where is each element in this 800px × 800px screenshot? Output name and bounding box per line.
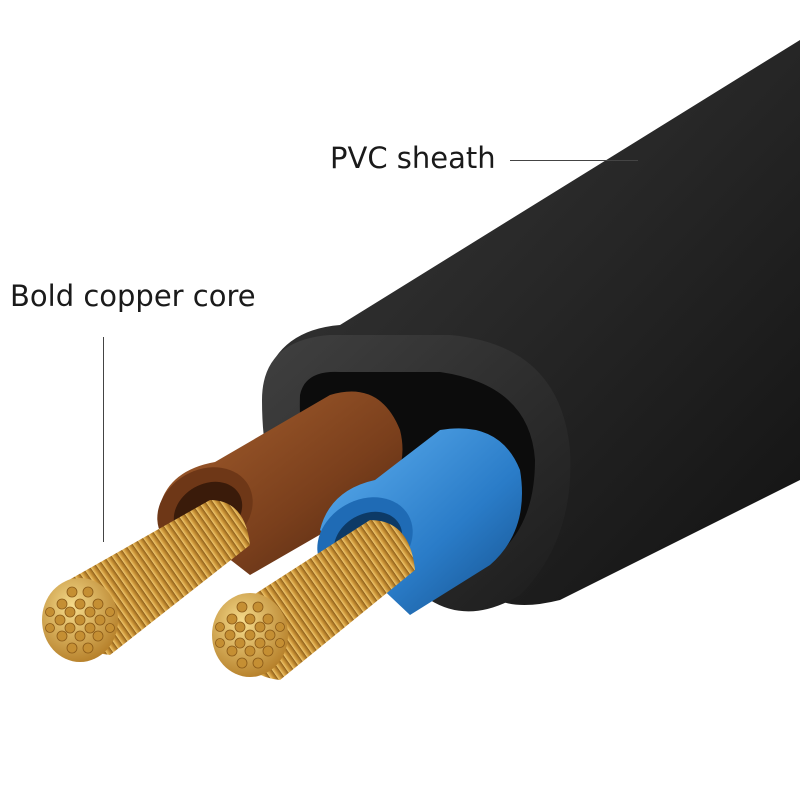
pvc-sheath-label: PVC sheath [330, 141, 496, 175]
copper-core-left [42, 500, 250, 662]
pvc-sheath-leader-line [510, 160, 638, 161]
copper-core-right [212, 520, 415, 680]
copper-core-label: Bold copper core [10, 279, 256, 313]
copper-core-leader-line [103, 337, 104, 542]
